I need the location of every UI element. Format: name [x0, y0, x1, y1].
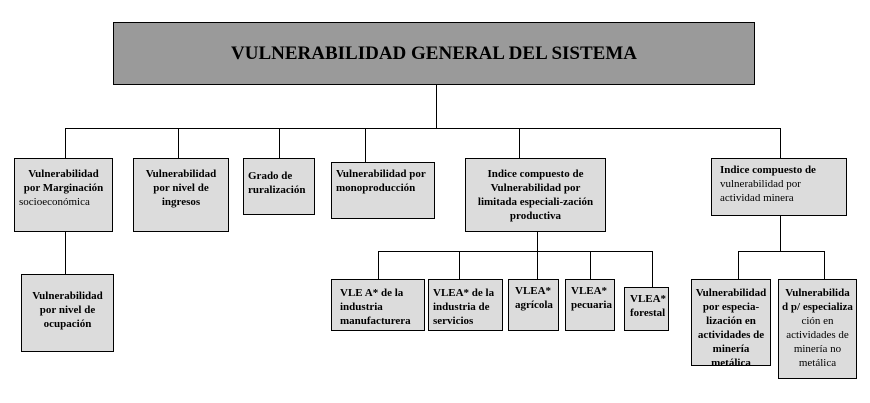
connector	[65, 128, 781, 129]
node-vlea-agricola: VLEA* agrícola	[508, 279, 559, 331]
node-especializacion: Indice compuesto de Vulnerabilidad por l…	[465, 158, 606, 232]
node-label-normal: socioeconómica	[19, 196, 90, 208]
node-vlea-servicios: VLEA* de la industria de servicios	[428, 279, 503, 331]
node-minera: Indice compuesto de vulnerabilidad por a…	[711, 158, 847, 216]
connector	[178, 128, 179, 158]
node-label: VLEA* forestal	[630, 293, 667, 319]
node-label: Vulnerabilidad por monoproducción	[336, 168, 426, 194]
node-label: VLEA* agrícola	[515, 285, 553, 311]
node-vlea-pecuaria: VLEA* pecuaria	[565, 279, 615, 331]
node-marginacion: Vulnerabilidad por Marginación socioecon…	[14, 158, 113, 232]
connector	[652, 251, 653, 287]
node-label: Vulnerabilidad por nivel de ingresos	[145, 168, 217, 208]
connector	[824, 251, 825, 279]
connector	[378, 251, 653, 252]
connector	[780, 128, 781, 158]
root-node-title: VULNERABILIDAD GENERAL DEL SISTEMA	[113, 22, 755, 85]
node-label: Indice compuesto de	[720, 164, 816, 176]
connector	[378, 251, 379, 279]
connector	[590, 251, 591, 279]
node-mineria-metalica: Vulnerabilidad por especia-lización en a…	[691, 279, 771, 369]
node-label: VLEA* pecuaria	[571, 285, 612, 311]
node-label: Vulnerabilidad por Marginación	[23, 168, 104, 194]
connector	[279, 128, 280, 158]
connector	[436, 85, 437, 128]
connector	[365, 128, 366, 162]
node-monoproduccion: Vulnerabilidad por monoproducción	[331, 162, 435, 219]
node-label-normal: vulnerabilidad por actividad minera	[720, 178, 801, 204]
node-label: Vulnerabilida d p/ especializa	[782, 287, 853, 313]
node-label: Grado de ruralización	[248, 170, 306, 196]
node-ruralizacion: Grado de ruralización	[243, 158, 315, 215]
node-ocupacion: Vulnerabilidad por nivel de ocupación	[21, 274, 114, 352]
connector	[459, 251, 460, 279]
connector	[65, 231, 66, 274]
connector	[519, 128, 520, 158]
node-label: Indice compuesto de Vulnerabilidad por l…	[477, 168, 594, 222]
node-mineria-no-metalica: Vulnerabilida d p/ especializa ción en a…	[778, 279, 857, 379]
node-label: VLE A* de la industria manufacturera	[340, 287, 411, 327]
node-label: Vulnerabilidad por especia-lización en a…	[695, 287, 767, 369]
connector	[738, 251, 739, 279]
node-ingresos: Vulnerabilidad por nivel de ingresos	[133, 158, 229, 232]
connector	[537, 231, 538, 279]
node-label-normal: ción en actividades de minería no metáli…	[786, 315, 849, 369]
node-vlea-manufacturera: VLE A* de la industria manufacturera	[331, 279, 425, 331]
connector	[780, 215, 781, 251]
connector	[65, 128, 66, 158]
node-vlea-forestal: VLEA* forestal	[624, 287, 669, 331]
node-label: VLEA* de la industria de servicios	[433, 287, 495, 327]
node-label: Vulnerabilidad por nivel de ocupación	[32, 290, 103, 330]
connector	[738, 251, 825, 252]
